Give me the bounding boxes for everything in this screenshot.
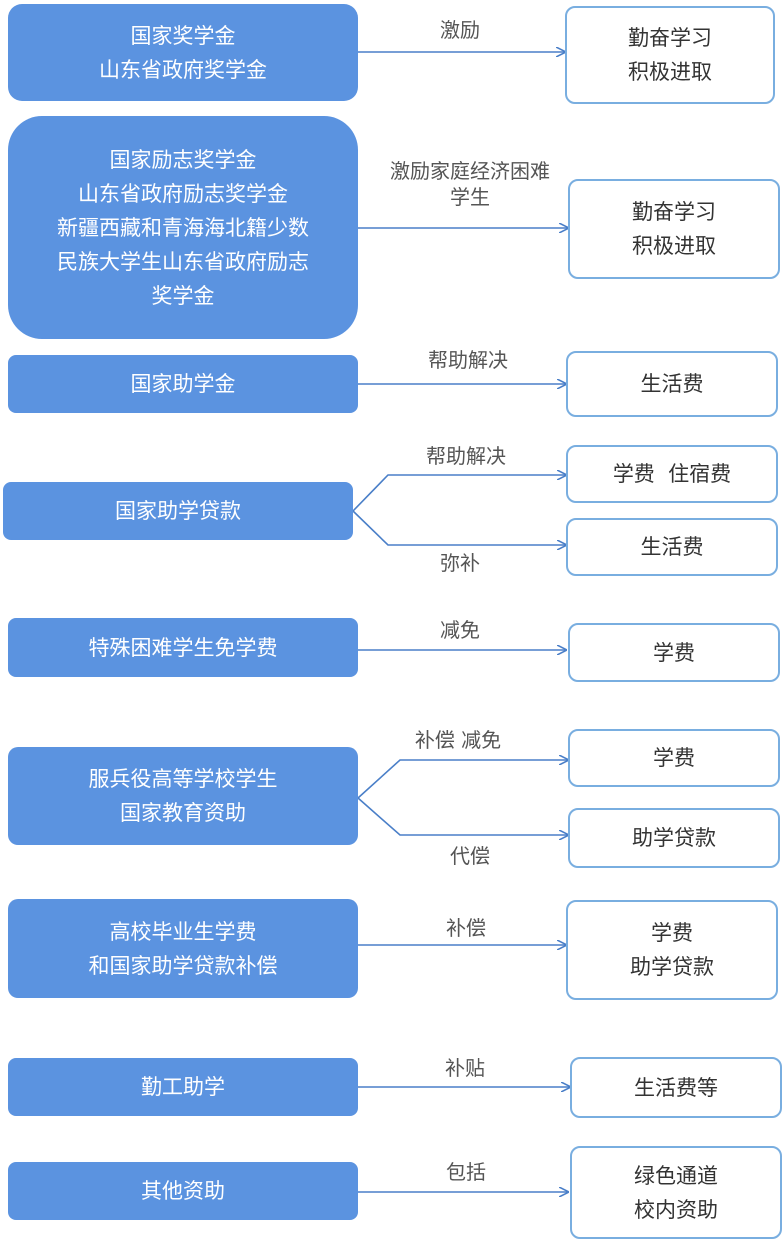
funding-source-text: 国家助学贷款 [115, 499, 241, 523]
purpose-text: 校内资助 [634, 1197, 718, 1222]
purpose-text: 助学贷款 [630, 955, 714, 979]
edge-label: 弥补 [440, 550, 480, 576]
edge-label-text: 帮助解决 [426, 444, 506, 468]
funding-source-text: 国家教育资助 [120, 801, 246, 825]
purpose-text: 学费 [653, 746, 695, 770]
funding-source-text: 民族大学生山东省政府励志 [57, 249, 309, 274]
funding-source-box: 勤工助学 [8, 1058, 358, 1116]
edge-label-text: 代偿 [450, 844, 490, 868]
purpose-text: 学费 住宿费 [612, 462, 732, 486]
funding-source-text: 勤工助学 [141, 1075, 225, 1099]
purpose-text: 积极进取 [632, 234, 716, 258]
purpose-text: 积极进取 [628, 60, 712, 84]
arrow-connector [352, 475, 566, 512]
purpose-box: 学费 [568, 623, 780, 682]
edge-label: 激励 [440, 17, 480, 43]
arrow-connector [357, 760, 568, 799]
funding-source-box: 国家奖学金山东省政府奖学金 [8, 4, 358, 101]
purpose-text: 生活费 [640, 372, 704, 396]
edge-label-text: 减免 [440, 618, 480, 642]
arrow-connector [352, 510, 566, 545]
edge-label: 包括 [446, 1159, 486, 1185]
purpose-text: 学费 [653, 640, 695, 665]
purpose-text: 生活费 [640, 535, 704, 559]
purpose-box: 生活费 [566, 351, 778, 417]
purpose-box: 助学贷款 [568, 808, 780, 868]
funding-source-text: 高校毕业生学费 [109, 919, 257, 944]
edge-label: 代偿 [450, 843, 490, 869]
edge-label: 激励家庭经济困难学生 [390, 158, 550, 210]
purpose-text: 绿色通道 [634, 1163, 718, 1188]
funding-source-text: 奖学金 [151, 283, 215, 308]
funding-source-text: 国家励志奖学金 [109, 147, 257, 172]
purpose-box: 学费 住宿费 [566, 445, 778, 503]
purpose-box: 绿色通道校内资助 [570, 1146, 782, 1239]
arrow-connector [357, 797, 568, 835]
purpose-text: 勤奋学习 [632, 200, 716, 224]
edge-label-text: 补偿 减免 [414, 728, 502, 752]
funding-source-text: 国家奖学金 [130, 23, 236, 48]
purpose-box: 生活费 [566, 518, 778, 576]
edge-label-text: 补偿 [446, 916, 486, 940]
purpose-text: 勤奋学习 [628, 26, 712, 50]
purpose-box: 学费 [568, 729, 780, 787]
edge-label-text: 补贴 [445, 1056, 485, 1080]
edge-label-text: 包括 [446, 1160, 486, 1184]
funding-source-text: 其他资助 [141, 1179, 225, 1203]
funding-source-text: 山东省政府励志奖学金 [78, 181, 288, 206]
edge-label: 帮助解决 [426, 443, 506, 469]
purpose-text: 生活费等 [634, 1075, 718, 1100]
edge-label: 补偿 减免 [415, 727, 501, 753]
funding-source-text: 新疆西藏和青海海北籍少数 [57, 215, 309, 240]
edge-label: 补偿 [446, 915, 486, 941]
purpose-text: 学费 [651, 921, 693, 945]
funding-source-box: 服兵役高等学校学生国家教育资助 [8, 747, 358, 845]
purpose-box: 生活费等 [570, 1057, 782, 1118]
funding-source-text: 和国家助学贷款补偿 [88, 953, 278, 978]
purpose-box: 勤奋学习积极进取 [568, 179, 780, 279]
edge-label-text: 激励家庭经济困难 [390, 159, 550, 183]
funding-source-text: 国家助学金 [130, 372, 236, 396]
edge-label-text: 学生 [450, 185, 490, 209]
edge-label-text: 弥补 [440, 551, 480, 575]
funding-source-text: 服兵役高等学校学生 [88, 767, 278, 791]
purpose-box: 勤奋学习积极进取 [565, 6, 775, 104]
funding-source-box: 特殊困难学生免学费 [8, 618, 358, 677]
funding-source-box: 国家助学贷款 [3, 482, 353, 540]
edge-label-text: 激励 [440, 18, 480, 42]
funding-source-box: 其他资助 [8, 1162, 358, 1220]
funding-source-box: 高校毕业生学费和国家助学贷款补偿 [8, 899, 358, 998]
edge-label: 减免 [440, 617, 480, 643]
edge-label: 补贴 [445, 1055, 485, 1081]
purpose-text: 助学贷款 [632, 826, 716, 850]
funding-source-box: 国家助学金 [8, 355, 358, 413]
purpose-box: 学费助学贷款 [566, 900, 778, 1000]
edge-label: 帮助解决 [428, 347, 508, 373]
funding-source-box: 国家励志奖学金山东省政府励志奖学金新疆西藏和青海海北籍少数民族大学生山东省政府励… [8, 116, 358, 339]
funding-source-text: 特殊困难学生免学费 [88, 635, 278, 660]
funding-source-text: 山东省政府奖学金 [99, 57, 267, 82]
edge-label-text: 帮助解决 [428, 348, 508, 372]
